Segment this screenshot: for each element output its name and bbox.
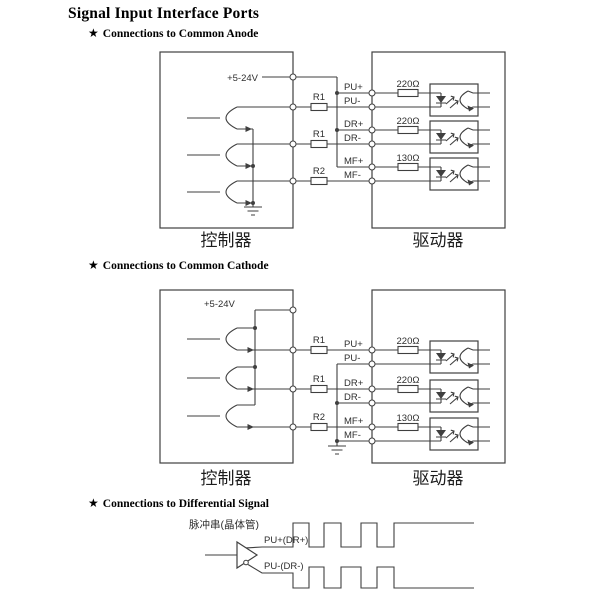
signal-label-mf-minus: MF- — [344, 170, 361, 181]
input-resistor-value: 220Ω — [397, 336, 420, 347]
transistor-symbol — [186, 106, 252, 206]
star-bullet-icon: ★ — [88, 26, 99, 40]
resistor-label-r1: R1 — [313, 129, 325, 140]
resistor-label-r1: R1 — [313, 92, 325, 103]
resistor-label-r1: R1 — [313, 374, 325, 385]
section-heading-text: Connections to Common Cathode — [102, 260, 269, 272]
section-heading-common-cathode: ★Connections to Common Cathode — [88, 258, 269, 272]
resistor-label-r2: R2 — [313, 412, 325, 423]
driver-box — [371, 289, 506, 464]
negative-waveform — [247, 564, 474, 589]
signal-label-pu-plus: PU+ — [344, 82, 363, 93]
controller-label: 控制器 — [201, 231, 252, 250]
star-bullet-icon: ★ — [88, 258, 99, 272]
controller-box — [159, 289, 294, 464]
page-title: Signal Input Interface Ports — [68, 5, 260, 22]
section-heading-common-anode: ★Connections to Common Anode — [88, 26, 258, 40]
resistor-label-r2: R2 — [313, 166, 325, 177]
section-heading-differential: ★Connections to Differential Signal — [88, 496, 269, 510]
supply-label: +5-24V — [227, 73, 259, 84]
ground-symbol — [327, 441, 347, 455]
controller-label: 控制器 — [201, 469, 252, 488]
inverter-bubble-icon — [243, 559, 249, 566]
common-cathode-diagram: +5-24V R1 R1 R2 PU+ PU- DR+ DR- MF+ MF- … — [159, 289, 506, 488]
wiring — [237, 309, 372, 442]
wiring — [237, 76, 372, 204]
star-bullet-icon: ★ — [88, 496, 99, 510]
signal-label-pu-minus: PU- — [344, 96, 360, 107]
driver-label: 驱动器 — [413, 231, 464, 250]
input-resistor-value: 220Ω — [397, 375, 420, 386]
input-resistor-value: 220Ω — [397, 79, 420, 90]
controller-box — [159, 51, 294, 229]
signal-label-dr-plus: DR+ — [344, 119, 364, 130]
input-resistor-value: 130Ω — [397, 153, 420, 164]
signal-label-dr-minus: DR- — [344, 392, 361, 403]
signal-label-mf-plus: MF+ — [344, 156, 364, 167]
positive-waveform — [245, 522, 474, 549]
supply-label: +5-24V — [204, 299, 236, 310]
signal-label-dr-plus: DR+ — [344, 378, 364, 389]
signal-label-pu-minus: PU- — [344, 353, 360, 364]
signal-label-mf-plus: MF+ — [344, 416, 364, 427]
signal-label-dr-minus: DR- — [344, 133, 361, 144]
section-heading-text: Connections to Common Anode — [102, 28, 259, 40]
input-resistor-value: 130Ω — [397, 413, 420, 424]
common-anode-diagram: +5-24V R1 R1 R2 PU+ PU- DR+ DR- MF+ MF- … — [159, 51, 506, 250]
optocoupler — [368, 340, 491, 451]
resistor-label-r1: R1 — [313, 335, 325, 346]
pulse-source-label: 脉冲串(晶体管) — [189, 518, 259, 531]
signal-label-mf-minus: MF- — [344, 430, 361, 441]
section-heading-text: Connections to Differential Signal — [102, 498, 269, 510]
positive-signal-label: PU+(DR+) — [264, 535, 308, 546]
driver-label: 驱动器 — [413, 469, 464, 488]
differential-diagram: 脉冲串(晶体管) PU+(DR+) PU-(DR-) — [189, 518, 474, 589]
negative-signal-label: PU-(DR-) — [264, 561, 304, 572]
input-resistor-value: 220Ω — [397, 116, 420, 127]
signal-label-pu-plus: PU+ — [344, 339, 363, 350]
transistor-symbol — [186, 327, 254, 430]
driver-box — [371, 51, 506, 229]
optocoupler — [368, 83, 491, 191]
